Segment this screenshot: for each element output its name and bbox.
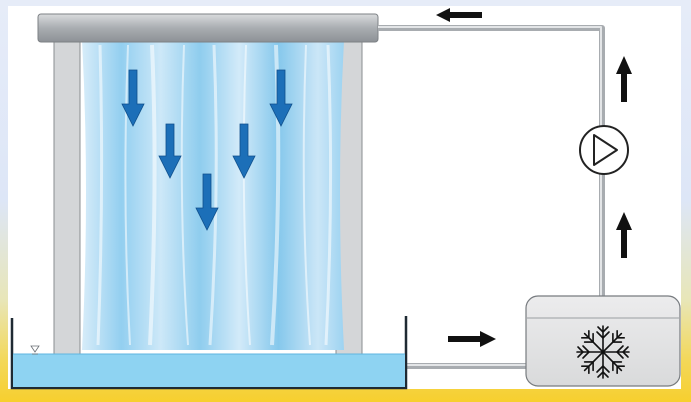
water-streaks [96,44,333,346]
falling-water-arrows [121,69,293,231]
water-level-triangle-icon [30,345,40,355]
flow-arrow-right [448,331,496,347]
falling-water-arrow [158,123,182,179]
flow-arrow-up-bottom [616,212,632,258]
pump-icon [579,125,629,175]
falling-water-arrow [121,69,145,127]
basin-water [13,354,405,387]
falling-water-arrow [195,173,219,231]
distribution-header-bar [37,13,379,43]
frame-post-left [53,37,81,357]
falling-water-arrow [232,123,256,179]
snowflake-icon [576,325,630,379]
flow-arrow-up-top [616,56,632,102]
falling-water-arrow [269,69,293,127]
flow-arrow-left [436,8,482,22]
water-basin [10,316,408,390]
